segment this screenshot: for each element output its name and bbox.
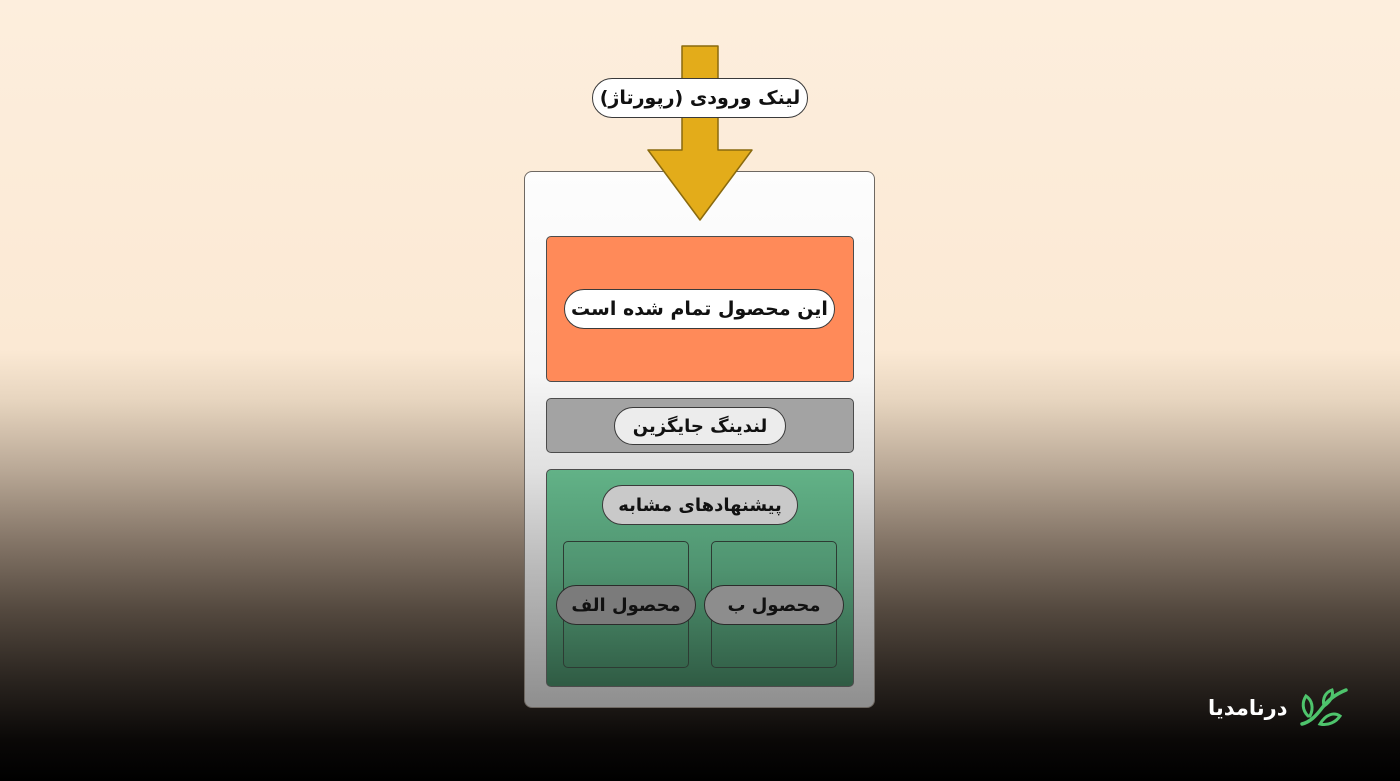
out-of-stock-label: این محصول تمام شده است [564,289,835,329]
entry-link-label: لینک ورودی (رپورتاژ) [592,78,808,118]
product-a-label: محصول الف [556,585,696,625]
down-arrow-icon [647,45,753,221]
replacement-landing-label: لندینگ جایگزین [614,407,786,445]
brand-logo-text: درنامدیا [1208,696,1288,720]
leaf-logo-icon [1299,688,1348,726]
product-b-label: محصول ب [704,585,844,625]
similar-suggestions-label: پیشنهادهای مشابه [602,485,798,525]
brand-logo: درنامدیا [1208,684,1353,732]
